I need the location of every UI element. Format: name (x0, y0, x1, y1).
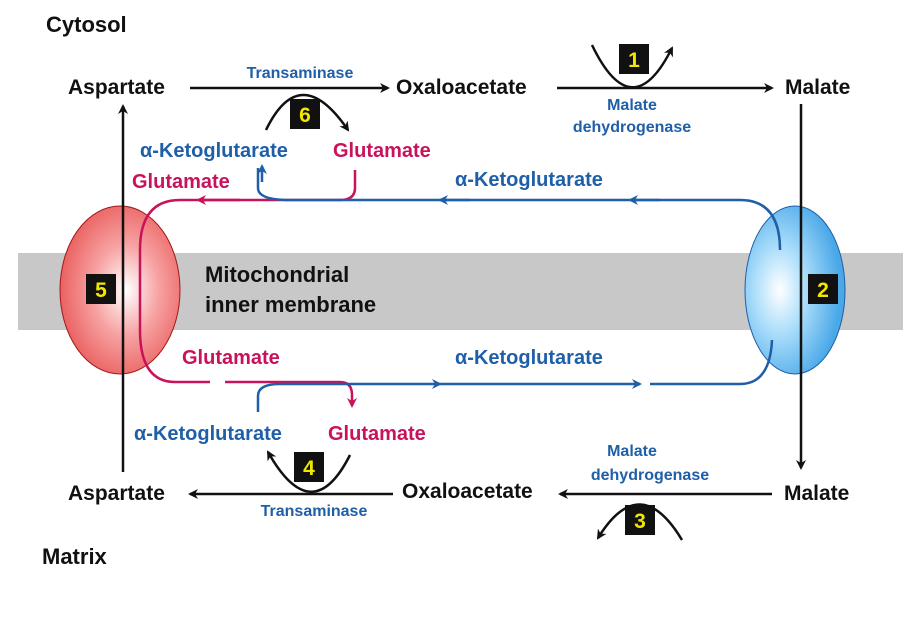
badge-6: 6 (290, 99, 320, 129)
cytosol-malate-dh-label-line1: Malate (607, 97, 657, 114)
cytosol-aspartate: Aspartate (68, 76, 165, 99)
matrix-transaminase-label: Transaminase (261, 503, 368, 520)
matrix-malate-dh-label-line2: dehydrogenase (591, 467, 709, 484)
akg-path-matrix-to-transporter (650, 339, 774, 386)
reaction-6-curve (264, 93, 350, 132)
badge-3-text: 3 (634, 510, 646, 533)
badge-1: 1 (619, 44, 649, 74)
cytosol-glutamate-transport-label: Glutamate (132, 171, 230, 193)
matrix-glutamate-transport-label: Glutamate (182, 347, 280, 369)
cytosol-label: Cytosol (46, 12, 127, 37)
akg-path-cytosol (256, 168, 782, 251)
akg-path-matrix (256, 379, 442, 412)
badge-2-text: 2 (817, 279, 829, 302)
transporter-2 (744, 205, 846, 375)
matrix-label: Matrix (42, 544, 108, 569)
cytosol-glutamate-label: Glutamate (333, 140, 431, 162)
reaction-4-curve (266, 450, 352, 493)
matrix-oxaloacetate: Oxaloacetate (402, 480, 533, 503)
badge-1-text: 1 (628, 49, 640, 72)
matrix-malate-dh-label-line1: Malate (607, 443, 657, 460)
badge-6-text: 6 (299, 104, 311, 127)
cytosol-akg-transport-label: α-Ketoglutarate (455, 169, 603, 191)
badge-2: 2 (808, 274, 838, 304)
transporter-5 (59, 205, 181, 375)
badge-5-text: 5 (95, 279, 107, 302)
matrix-glutamate-label: Glutamate (328, 423, 426, 445)
matrix-akg-transport-label: α-Ketoglutarate (455, 347, 603, 369)
badge-4: 4 (294, 452, 324, 482)
reaction-3-cofactor-curve (596, 503, 684, 541)
badge-3: 3 (625, 505, 655, 535)
badge-4-text: 4 (303, 457, 315, 480)
cytosol-transaminase-label: Transaminase (247, 65, 354, 82)
matrix-malate: Malate (784, 482, 849, 505)
membrane-label-line1: Mitochondrial (205, 262, 349, 287)
reaction-1-cofactor-curve (590, 44, 674, 89)
matrix-akg-label: α-Ketoglutarate (134, 423, 282, 445)
cytosol-malate-dh-label-line2: dehydrogenase (573, 119, 691, 136)
cytosol-akg-label: α-Ketoglutarate (140, 140, 288, 162)
glutamate-path-cytosol-to-matrix (138, 170, 357, 384)
membrane-label-line2: inner membrane (205, 292, 376, 317)
cytosol-malate: Malate (785, 76, 850, 99)
glutamate-path-matrix (225, 380, 357, 408)
cytosol-oxaloacetate: Oxaloacetate (396, 76, 527, 99)
badge-5: 5 (86, 274, 116, 304)
matrix-aspartate: Aspartate (68, 482, 165, 505)
